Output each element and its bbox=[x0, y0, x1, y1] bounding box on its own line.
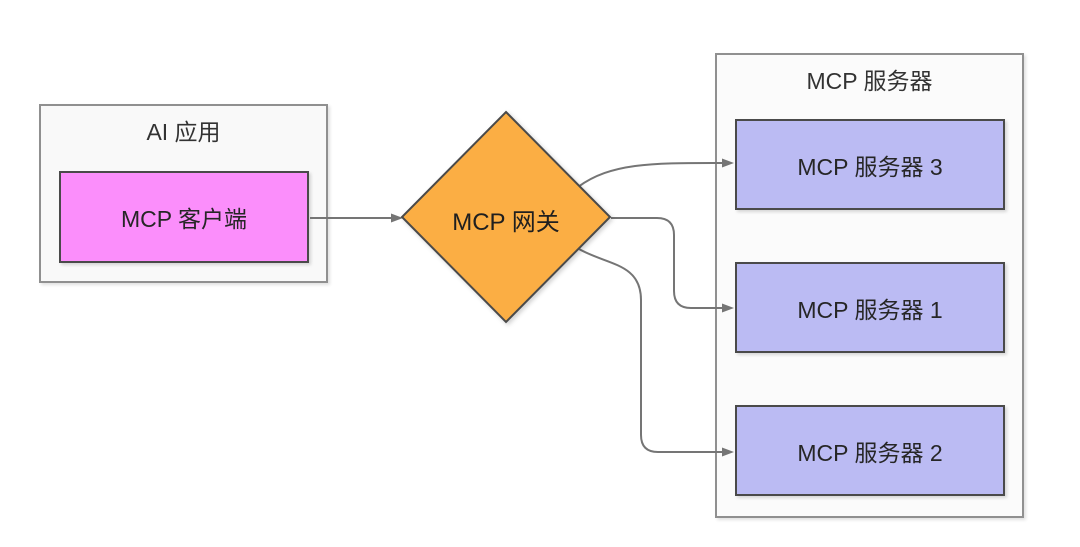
mcp-server-3-node: MCP 服务器 3 bbox=[735, 119, 1005, 210]
edge-gateway-to-server-2 bbox=[578, 248, 734, 457]
gateway-label: MCP 网关 bbox=[452, 209, 560, 236]
mcp-servers-title: MCP 服务器 bbox=[806, 68, 933, 94]
mcp-server-1-label: MCP 服务器 1 bbox=[797, 296, 943, 323]
mcp-server-3-label: MCP 服务器 3 bbox=[797, 153, 943, 180]
mcp-server-2-label: MCP 服务器 2 bbox=[797, 439, 943, 466]
mcp-client-label: MCP 客户端 bbox=[120, 206, 248, 232]
ai-app-title: AI 应用 bbox=[146, 119, 221, 145]
edge-gateway-to-server-1 bbox=[611, 217, 734, 313]
mcp-server-1-node: MCP 服务器 1 bbox=[735, 262, 1005, 353]
mcp-server-2-node: MCP 服务器 2 bbox=[735, 405, 1005, 496]
edge-gateway-to-server-3 bbox=[577, 158, 734, 188]
mcp-client-node: MCP 客户端 bbox=[59, 171, 309, 263]
